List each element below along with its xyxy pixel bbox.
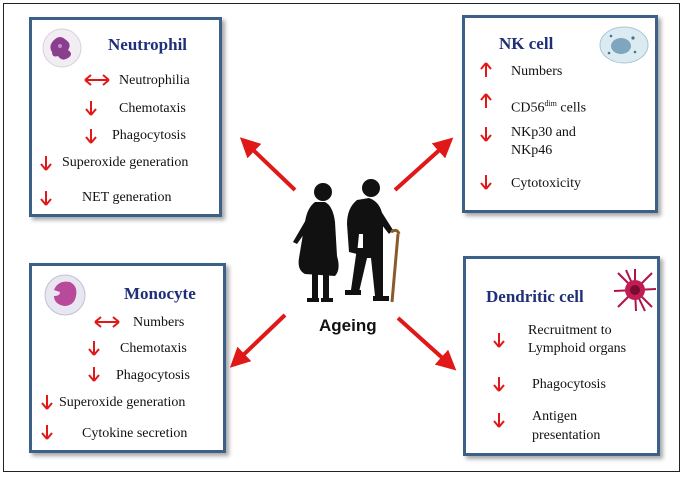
outer-frame bbox=[3, 3, 680, 472]
dendritic-cell-icon bbox=[613, 269, 657, 312]
dendritic-item-1-line2: Lymphoid organs bbox=[528, 341, 627, 356]
neutrophil-cell-icon bbox=[42, 28, 82, 68]
down-arrow-icon bbox=[88, 341, 100, 356]
down-arrow-icon bbox=[493, 333, 505, 348]
dendritic-cell-panel: Dendritic cell Recruitment to Lymphoid o… bbox=[463, 256, 660, 456]
neutrophil-item-5: NET generation bbox=[82, 190, 172, 205]
down-arrow-icon bbox=[480, 127, 492, 142]
down-arrow-icon bbox=[493, 413, 505, 428]
dendritic-item-1-line1: Recruitment to bbox=[528, 323, 612, 338]
nk-cell-title: NK cell bbox=[499, 34, 554, 53]
monocyte-item-2: Chemotaxis bbox=[120, 341, 187, 356]
monocyte-item-5: Cytokine secretion bbox=[82, 426, 188, 441]
nk-item-2-main: CD56 bbox=[511, 100, 545, 116]
nk-item-4: Cytotoxicity bbox=[511, 176, 581, 191]
monocyte-item-1: Numbers bbox=[133, 315, 185, 330]
neutrophil-panel: Neutrophil Neutrophilia Chemotaxis Phago… bbox=[29, 17, 222, 217]
nk-item-3-line1: NKp30 and bbox=[511, 125, 576, 140]
down-arrow-icon bbox=[493, 377, 505, 392]
dendritic-item-2: Phagocytosis bbox=[532, 377, 606, 392]
monocyte-panel: Monocyte Numbers Chemotaxis Phagocytosis… bbox=[29, 263, 226, 453]
down-arrow-icon bbox=[85, 101, 97, 116]
down-arrow-icon bbox=[480, 175, 492, 190]
down-arrow-icon bbox=[40, 156, 52, 171]
dendritic-item-3-line1: Antigen bbox=[532, 409, 578, 424]
up-arrow-icon bbox=[480, 62, 492, 77]
down-arrow-icon bbox=[41, 425, 53, 440]
down-arrow-icon bbox=[85, 129, 97, 144]
both-arrow-icon bbox=[94, 316, 120, 328]
arrow-to-nk bbox=[393, 137, 454, 192]
dendritic-cell-title: Dendritic cell bbox=[486, 287, 584, 306]
neutrophil-title: Neutrophil bbox=[108, 35, 188, 54]
monocyte-item-4: Superoxide generation bbox=[59, 395, 186, 410]
neutrophil-item-1: Neutrophilia bbox=[119, 73, 190, 88]
dendritic-item-3-line2: presentation bbox=[532, 428, 601, 443]
down-arrow-icon bbox=[41, 395, 53, 410]
nk-item-2-tail: cells bbox=[556, 100, 587, 116]
nk-item-3-line2: NKp46 bbox=[511, 143, 553, 158]
arrow-to-neutrophil bbox=[239, 137, 297, 192]
nk-cell-icon bbox=[599, 26, 649, 64]
nk-item-2-sup: dim bbox=[544, 99, 557, 108]
nk-cell-panel: NK cell Numbers CD56dim cells NKp30 and … bbox=[462, 15, 658, 213]
neutrophil-item-4: Superoxide generation bbox=[62, 155, 189, 170]
nk-item-1: Numbers bbox=[511, 64, 563, 79]
both-arrow-icon bbox=[84, 74, 110, 86]
nk-item-2: CD56dim cells bbox=[511, 95, 586, 117]
neutrophil-item-3: Phagocytosis bbox=[112, 128, 186, 143]
monocyte-item-3: Phagocytosis bbox=[116, 368, 190, 383]
neutrophil-item-2: Chemotaxis bbox=[119, 101, 186, 116]
ageing-label: Ageing bbox=[319, 316, 377, 335]
arrow-to-dendritic bbox=[396, 316, 457, 371]
up-arrow-icon bbox=[480, 93, 492, 108]
down-arrow-icon bbox=[88, 367, 100, 382]
monocyte-title: Monocyte bbox=[124, 284, 196, 303]
arrow-to-monocyte bbox=[229, 313, 287, 368]
monocyte-cell-icon bbox=[44, 274, 86, 316]
down-arrow-icon bbox=[40, 191, 52, 206]
elderly-couple-icon bbox=[293, 179, 401, 303]
